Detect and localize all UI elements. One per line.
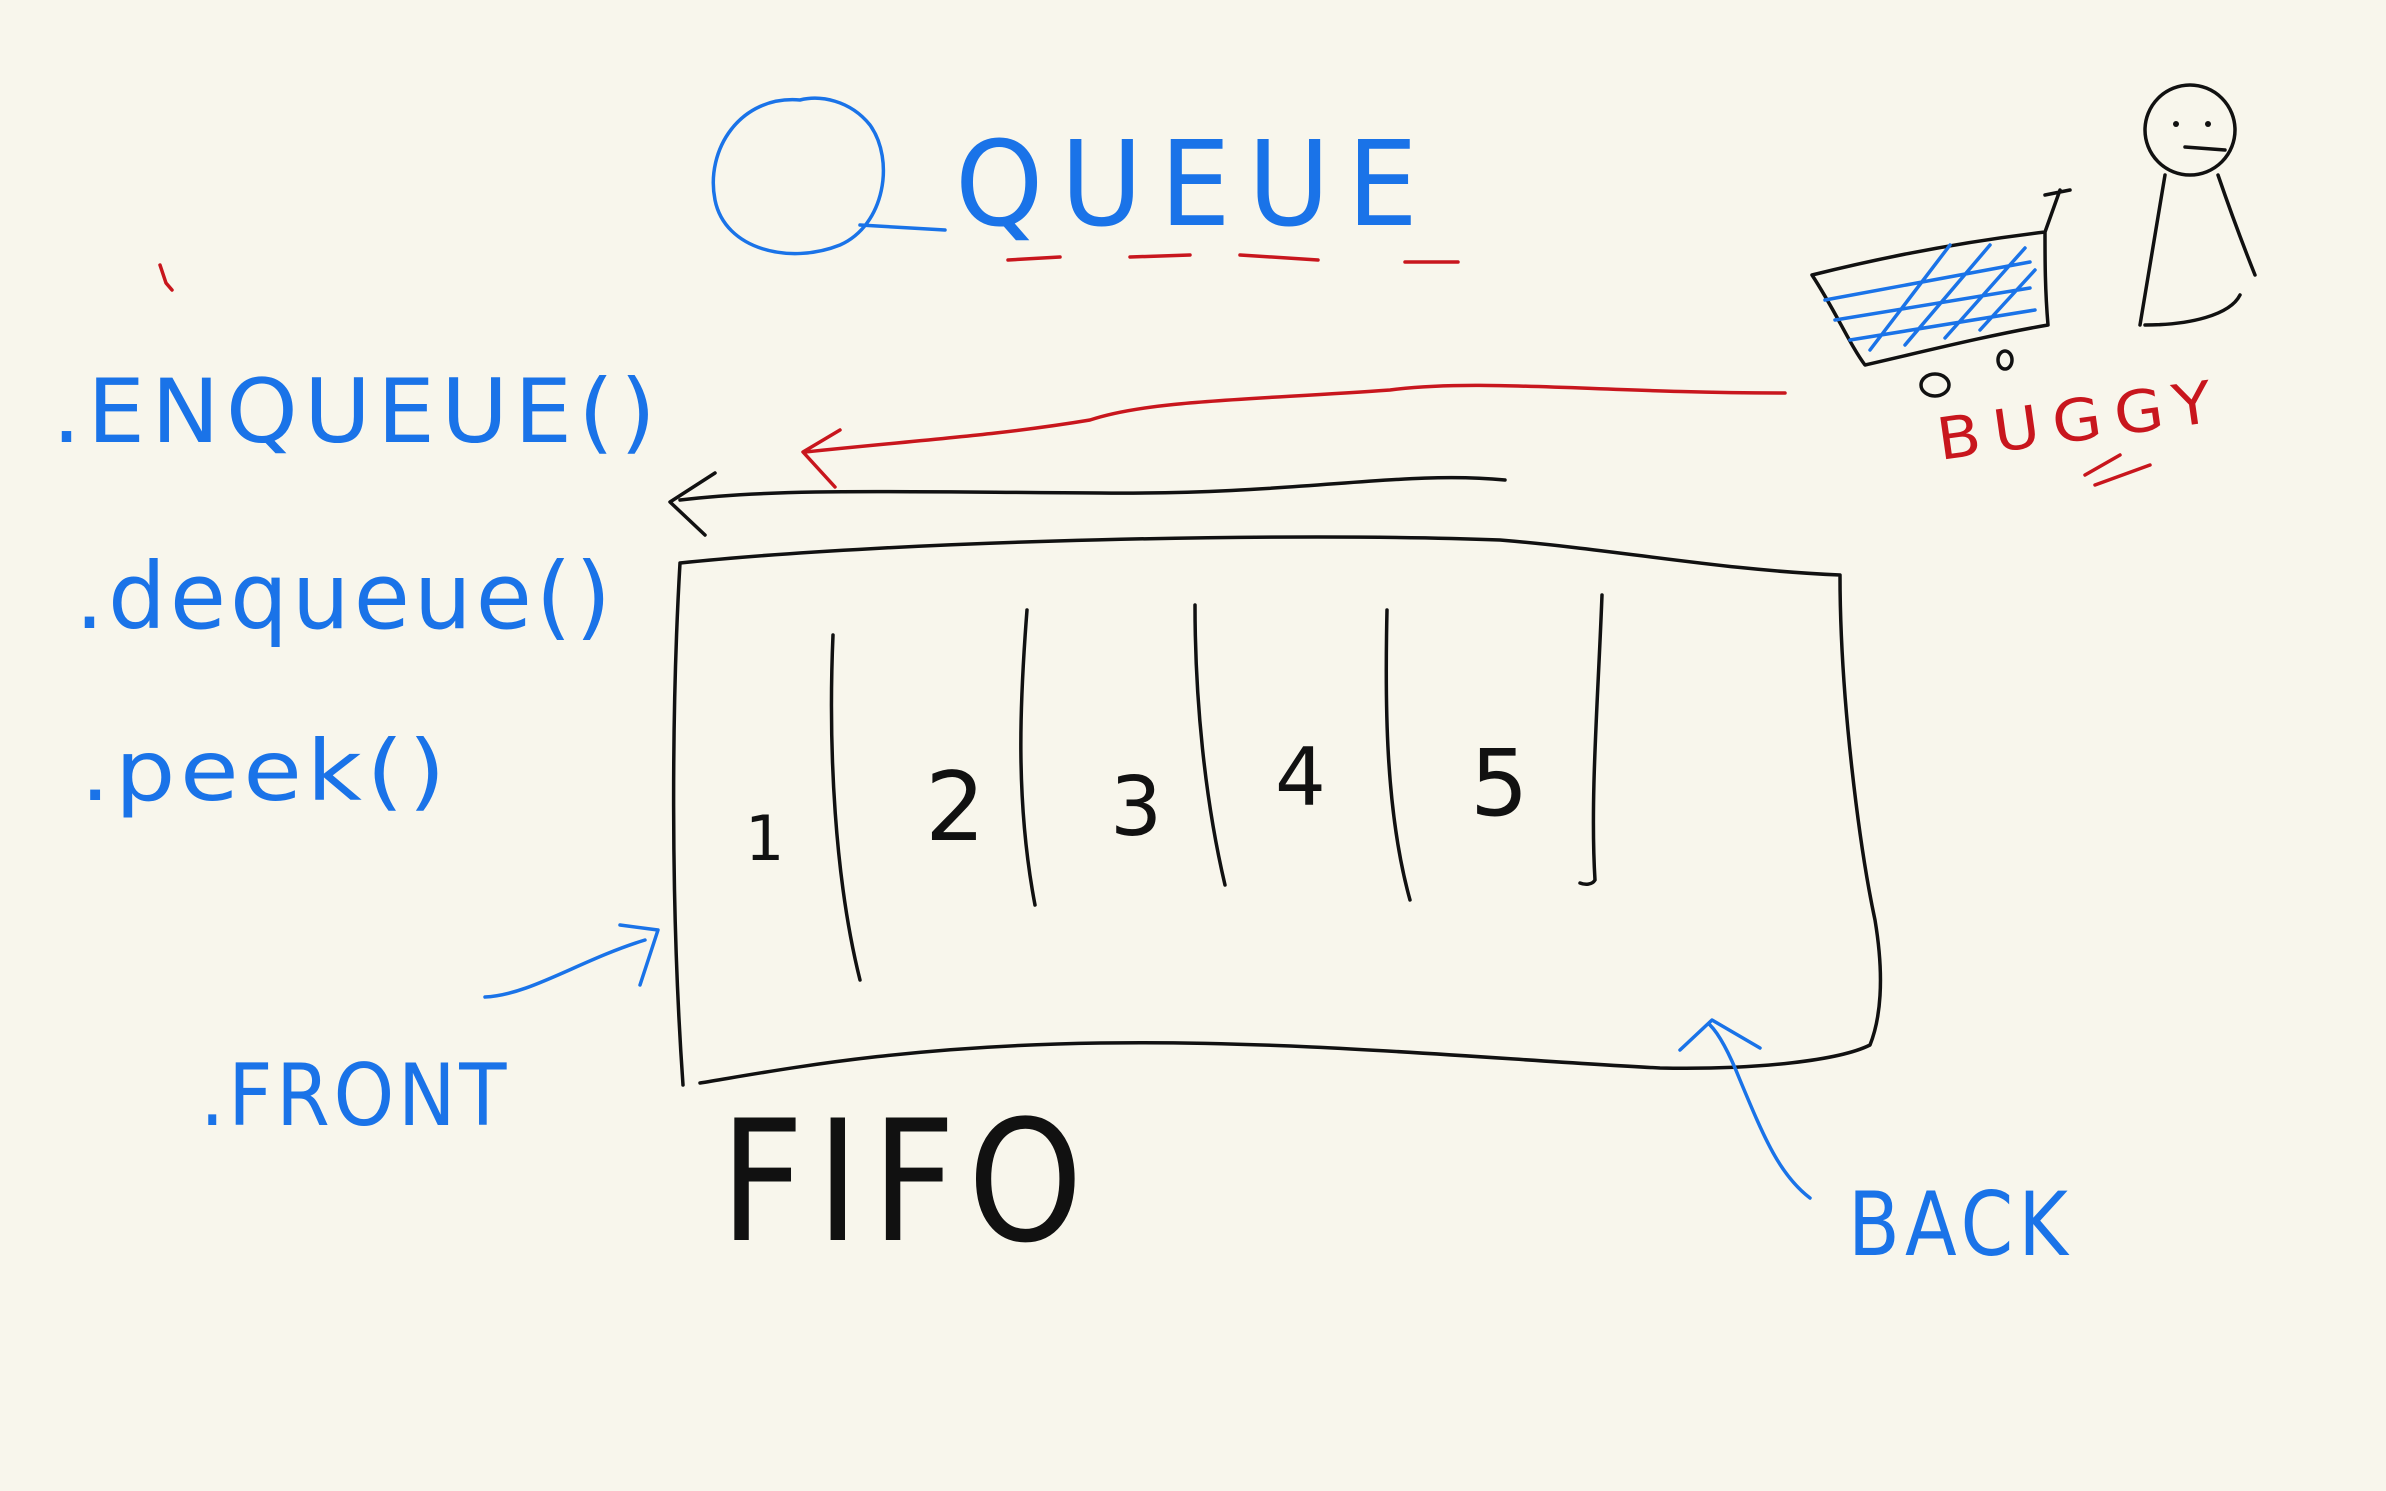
title-group: QUEUE — [711, 96, 1460, 264]
divider-1 — [829, 633, 862, 982]
divider-3 — [1193, 603, 1227, 887]
shopping-cart-icon — [1810, 188, 2072, 398]
front-arrow — [483, 923, 660, 999]
title-q-glyph — [711, 96, 947, 256]
back-arrow — [1678, 1018, 1812, 1200]
slot-values: 1 2 3 4 5 — [745, 730, 1529, 875]
method-enqueue: .ENQUEUE() — [52, 360, 662, 463]
divider-4 — [1384, 608, 1412, 902]
divider-5 — [1578, 593, 1604, 886]
label-front: .FRONT — [200, 1046, 510, 1146]
title-underline — [1006, 253, 1460, 264]
stick-person-icon — [2138, 83, 2257, 327]
label-back: BACK — [1848, 1173, 2073, 1276]
buggy-underline — [2083, 453, 2152, 487]
slot-5: 5 — [1470, 730, 1529, 837]
slot-dividers — [829, 593, 1604, 982]
queue-container — [671, 535, 1883, 1087]
divider-2 — [1019, 608, 1037, 907]
buggy-arrow — [801, 383, 1787, 489]
back-annotation: BACK — [1678, 1018, 2073, 1276]
label-fifo: FIFO — [720, 1084, 1095, 1280]
dequeue-direction-arrow — [668, 471, 1507, 537]
front-annotation: .FRONT — [200, 923, 660, 1146]
method-list: .ENQUEUE() .dequeue() .peek() — [52, 360, 662, 820]
slot-4: 4 — [1275, 731, 1326, 824]
buggy-annotation: BUGGY — [1932, 366, 2229, 487]
stray-mark — [158, 263, 174, 292]
page-title: QUEUE — [955, 115, 1435, 253]
slot-3: 3 — [1110, 760, 1162, 855]
label-buggy: BUGGY — [1932, 366, 2229, 474]
method-dequeue: .dequeue() — [75, 543, 615, 650]
slot-2: 2 — [925, 753, 985, 863]
method-peek: .peek() — [80, 722, 450, 820]
slot-1: 1 — [745, 802, 784, 875]
